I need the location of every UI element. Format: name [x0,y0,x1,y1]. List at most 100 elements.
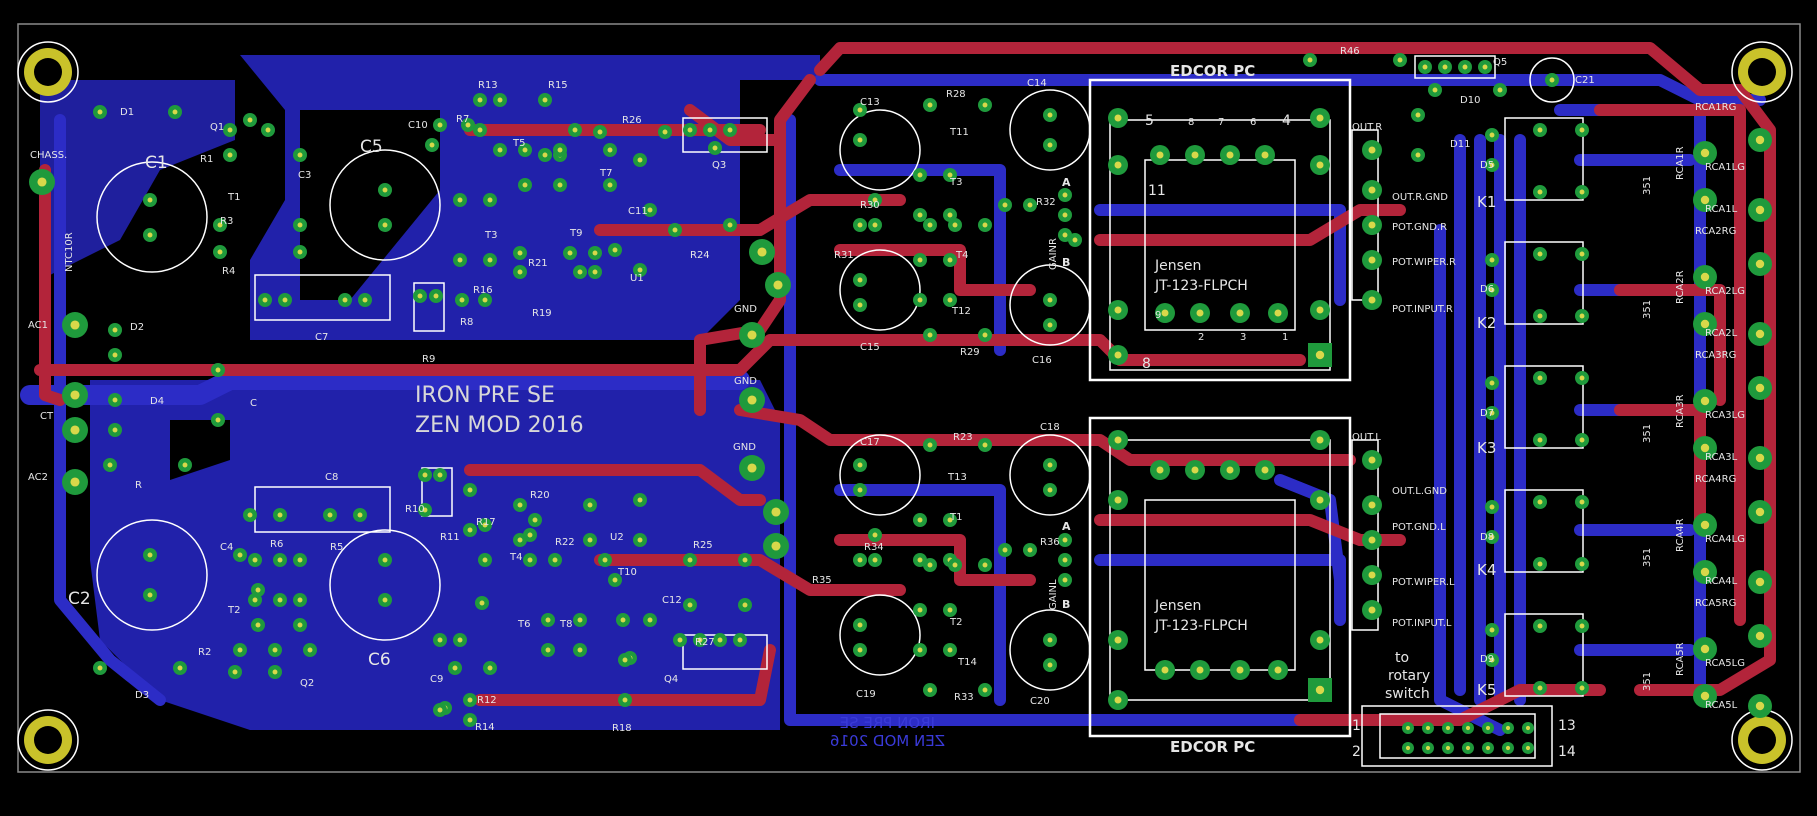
component-label-r26: R26 [622,115,642,126]
drill-hole [1579,623,1585,629]
drill-hole [272,647,278,653]
drill-hole [1579,127,1585,133]
drill-hole [1489,257,1495,263]
mounting-hole-bl [17,709,79,771]
drill-hole [1315,350,1325,360]
drill-hole [437,637,443,643]
drill-hole [637,497,643,503]
drill-hole [1114,351,1122,359]
connector-label-pot-wiper-r: POT.WIPER.R [1392,257,1456,268]
transformer-top-model-1: Jensen [1154,258,1201,274]
drill-hole [1368,571,1376,579]
component-label-r27: R27 [695,637,715,648]
drill-hole [952,562,958,568]
drill-hole [1700,272,1710,282]
drill-hole [1196,309,1204,317]
connector-label-pot-input-r: POT.INPUT.R [1392,304,1453,315]
board-title-line-1: IRON PRE SE [415,383,555,408]
component-label-ct: CT [40,411,54,422]
drill-hole [265,127,271,133]
component-label-r3: R3 [220,216,233,227]
board-title-line-2: ZEN MOD 2016 [415,413,584,438]
drill-hole [227,127,233,133]
rca-label-rca3r: RCA3R [1675,394,1686,428]
drill-hole [457,197,463,203]
gain-label: B [1062,598,1070,611]
drill-hole [947,297,953,303]
drill-hole [1489,410,1495,416]
component-label-r35: R35 [812,575,832,586]
drill-hole [147,232,153,238]
drill-hole [1191,151,1199,159]
drill-hole [1700,319,1710,329]
drill-hole [297,249,303,255]
drill-hole [1002,547,1008,553]
drill-hole [1485,745,1491,751]
q5-outline [1414,55,1496,79]
relay-side-number: 351 [1642,300,1653,319]
drill-hole [237,647,243,653]
drill-hole [307,647,313,653]
drill-hole [1226,466,1234,474]
component-label-r20: R20 [530,490,550,501]
drill-hole [662,129,668,135]
component-label-d9: D9 [1480,654,1494,665]
component-label-r17: R17 [476,517,496,528]
drill-hole [147,592,153,598]
component-label-q2: Q2 [300,678,314,689]
drill-hole [982,442,988,448]
drill-hole [1114,696,1122,704]
component-label-r23: R23 [953,432,973,443]
drill-hole [433,293,439,299]
component-label-c12: C12 [662,595,682,606]
drill-hole [1236,666,1244,674]
drill-hole [382,557,388,563]
component-label-c14: C14 [1027,78,1047,89]
component-label-r22: R22 [555,537,575,548]
drill-hole [637,537,643,543]
drill-hole [429,142,435,148]
drill-hole [637,267,643,273]
drill-hole [747,395,757,405]
drill-hole [172,109,178,115]
drill-hole [927,332,933,338]
drill-hole [1114,436,1122,444]
component-label-c20: C20 [1030,696,1050,707]
component-label-r30: R30 [860,200,880,211]
drill-hole [1755,577,1765,587]
drill-hole [1465,745,1471,751]
component-label-t3: T3 [949,177,962,188]
drill-hole [687,557,693,563]
drill-hole [1368,606,1376,614]
drill-hole [1316,636,1324,644]
drill-hole [107,462,113,468]
drill-hole [1307,57,1313,63]
rca-label-rca1r: RCA1R [1675,146,1686,180]
connector-label-out-r-gnd: OUT.R.GND [1392,192,1448,203]
component-label-d11: D11 [1450,139,1470,150]
component-label-r4: R4 [222,266,235,277]
drill-hole [1114,306,1122,314]
drill-hole [1062,577,1068,583]
gain-label: B [1062,256,1070,269]
component-label-r9: R9 [422,354,435,365]
drill-hole [232,669,238,675]
connector-label-out-l-gnd: OUT.L.GND [1392,486,1447,497]
rotary-label-1: to [1395,650,1409,666]
drill-hole [602,557,608,563]
connector-label-pot-gnd-l: POT.GND.L [1392,522,1446,533]
connector-label-out-r: OUT.R [1352,122,1382,133]
drill-hole [982,332,988,338]
drill-hole [1505,745,1511,751]
drill-hole [727,127,733,133]
component-label-t14: T14 [957,657,977,668]
component-label-c19: C19 [856,689,876,700]
drill-hole [545,647,551,653]
drill-hole [857,557,863,563]
drill-hole [457,257,463,263]
component-label-t9: T9 [569,228,582,239]
component-label-c15: C15 [860,342,880,353]
drill-hole [927,102,933,108]
rca-label-rca2lg: RCA2LG [1705,286,1745,297]
drill-hole [112,352,118,358]
